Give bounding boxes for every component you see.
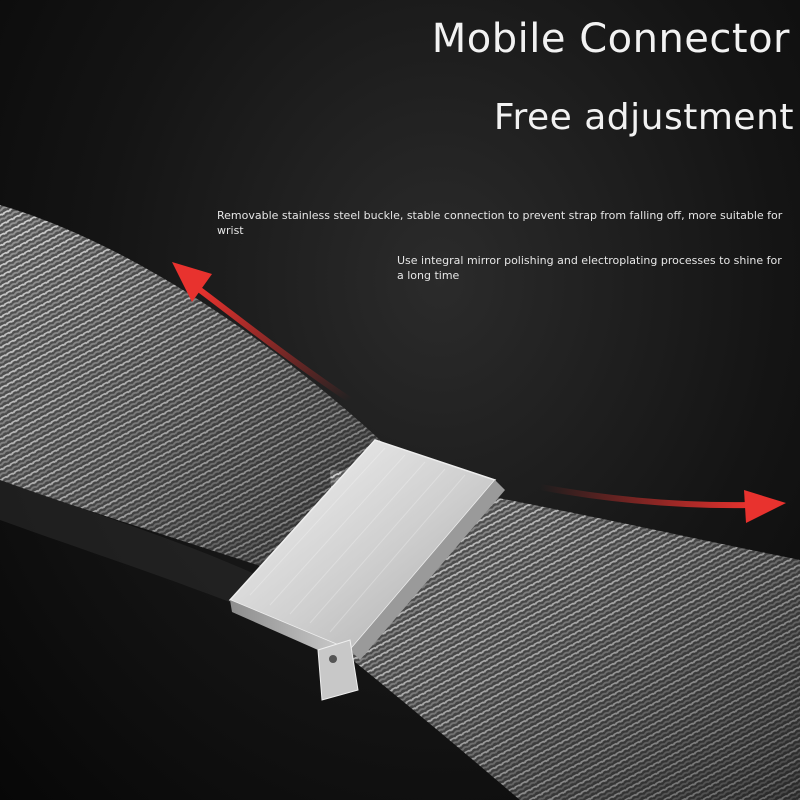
steel-buckle: [228, 439, 505, 701]
page-subtitle: Free adjustment: [493, 97, 794, 138]
feature-caption-buckle: Removable stainless steel buckle, stable…: [217, 209, 783, 237]
page-title: Mobile Connector: [431, 16, 790, 62]
arrow-right-icon: [537, 484, 786, 523]
feature-caption-polish: Use integral mirror polishing and electr…: [397, 254, 782, 282]
arrow-left-up-icon: [172, 262, 353, 403]
